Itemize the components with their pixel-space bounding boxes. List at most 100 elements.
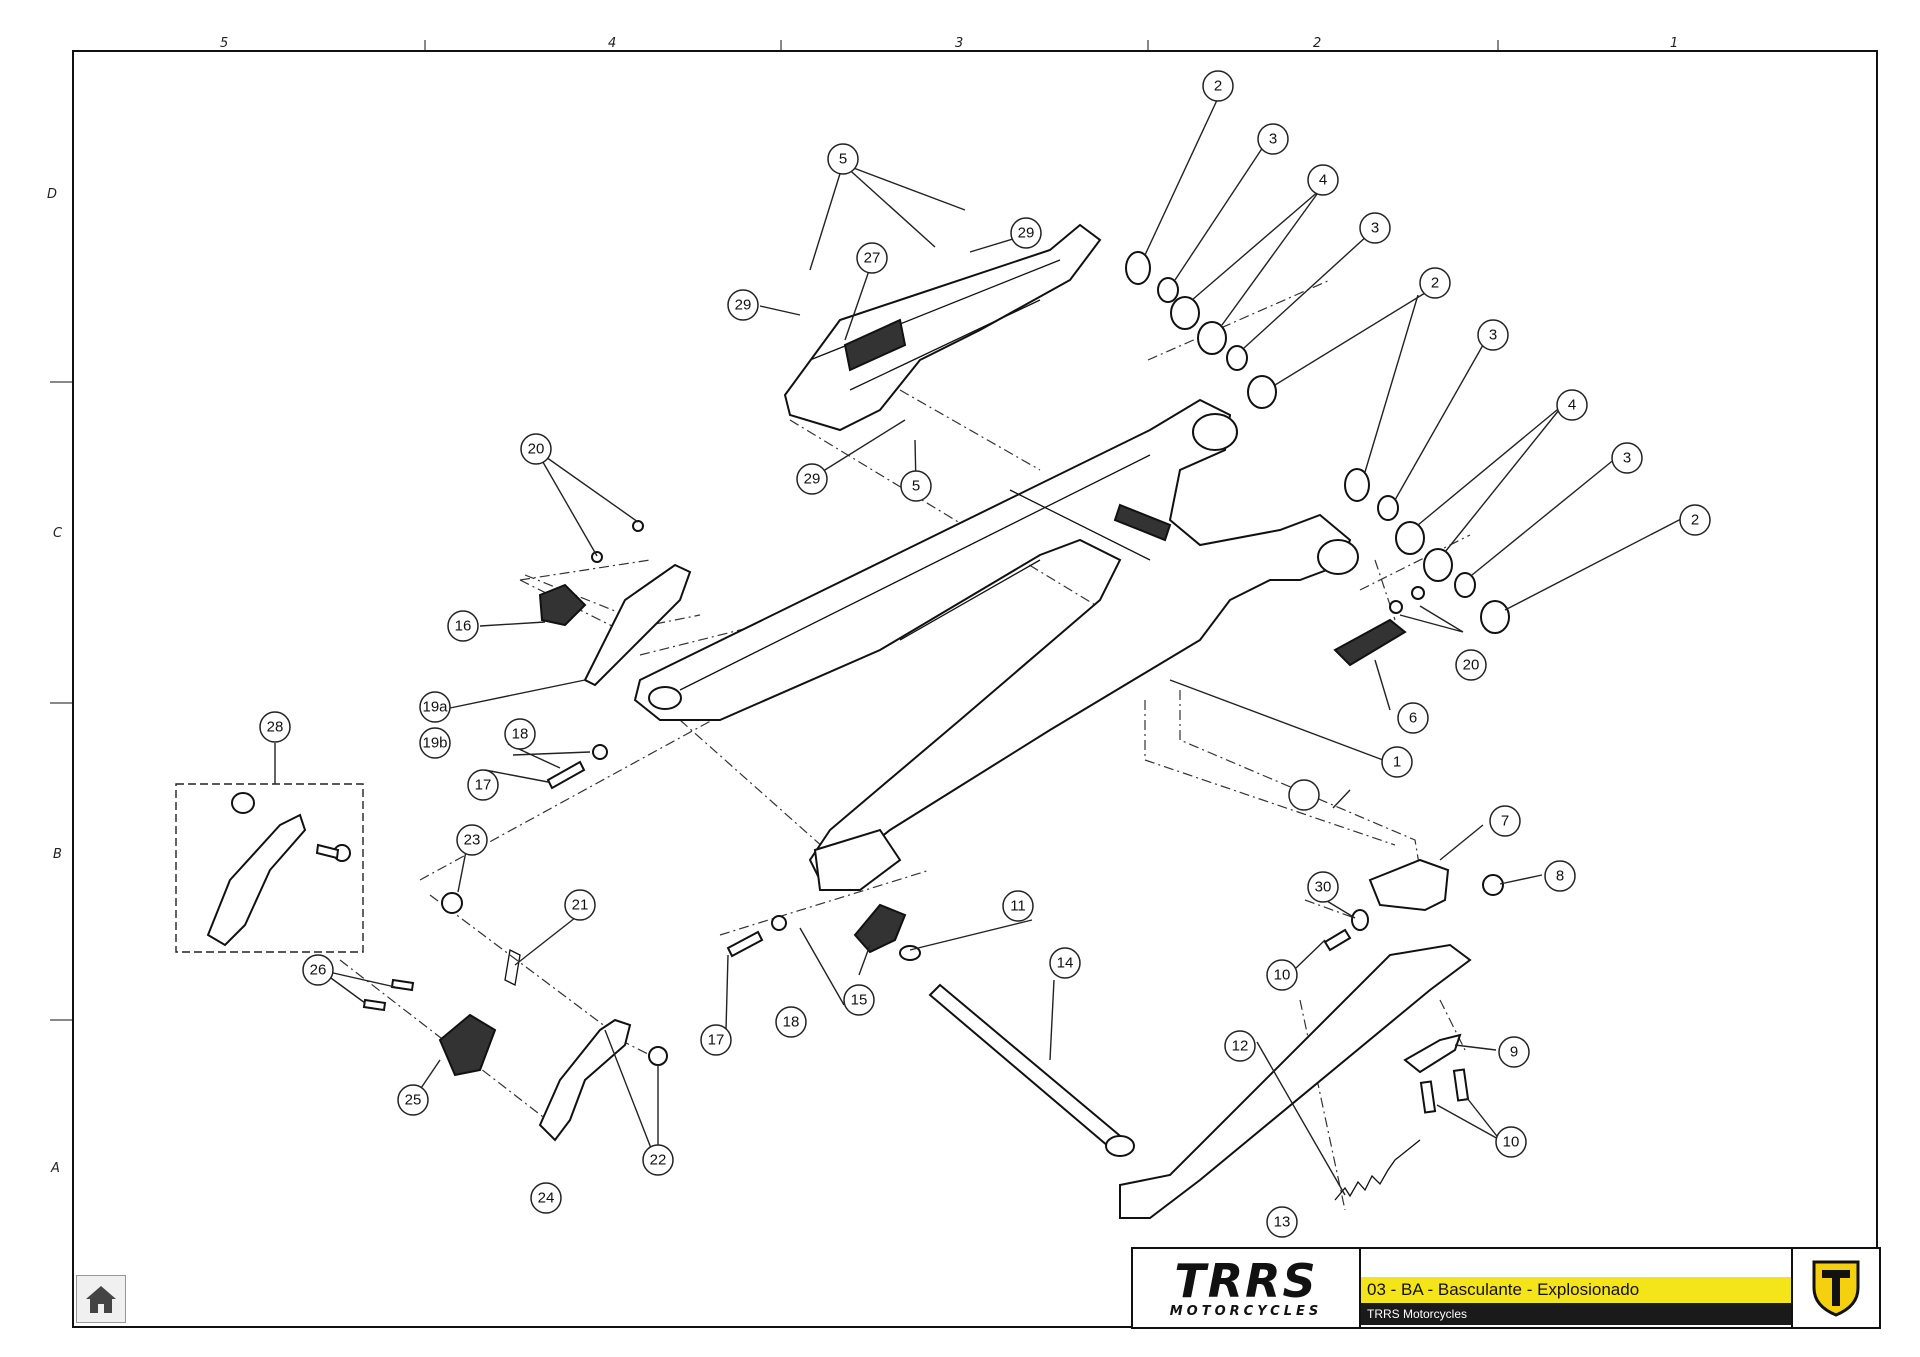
column-grid: 5 4 3 2 1 bbox=[220, 36, 1678, 51]
part-15 bbox=[853, 903, 907, 954]
leader-lines bbox=[274, 97, 1684, 1196]
trrs-logo: TRRS MOTORCYCLES bbox=[1133, 1249, 1361, 1327]
svg-text:3: 3 bbox=[1489, 327, 1497, 344]
callout-empty bbox=[1288, 779, 1320, 811]
svg-text:20: 20 bbox=[1463, 657, 1480, 674]
title-block: TRRS MOTORCYCLES 03 - BA - Basculante - … bbox=[1131, 1247, 1881, 1329]
swingarm bbox=[633, 398, 1359, 891]
callout-13: 13 bbox=[1266, 1206, 1298, 1238]
pins-10 bbox=[1419, 1068, 1470, 1114]
callout-17: 17 bbox=[700, 1024, 732, 1056]
bushing-set-lower bbox=[1344, 468, 1510, 634]
company-name: TRRS Motorcycles bbox=[1361, 1303, 1791, 1325]
callout-4: 4 bbox=[1556, 389, 1588, 421]
callout-2: 2 bbox=[1679, 504, 1711, 536]
part-19 bbox=[583, 563, 692, 687]
column-label: 5 bbox=[220, 36, 228, 51]
svg-text:5: 5 bbox=[839, 151, 847, 168]
svg-text:23: 23 bbox=[464, 832, 481, 849]
callout-20: 20 bbox=[1455, 649, 1487, 681]
bolt-17-upper bbox=[546, 744, 608, 790]
bushing-23 bbox=[441, 892, 463, 914]
callout-18: 18 bbox=[775, 1006, 807, 1038]
column-label: 4 bbox=[608, 36, 616, 51]
spring-13 bbox=[1334, 1139, 1421, 1201]
svg-text:14: 14 bbox=[1057, 955, 1074, 972]
callout-29: 29 bbox=[1010, 217, 1042, 249]
svg-text:6: 6 bbox=[1409, 710, 1417, 727]
svg-text:4: 4 bbox=[1568, 397, 1576, 414]
callout-20: 20 bbox=[520, 433, 552, 465]
row-label: A bbox=[50, 1161, 60, 1176]
svg-text:1: 1 bbox=[1393, 754, 1401, 771]
svg-text:27: 27 bbox=[864, 250, 881, 267]
svg-text:3: 3 bbox=[1371, 220, 1379, 237]
callout-9: 9 bbox=[1498, 1036, 1530, 1068]
svg-text:2: 2 bbox=[1431, 275, 1439, 292]
svg-text:19b: 19b bbox=[422, 735, 447, 752]
callout-10: 10 bbox=[1266, 959, 1298, 991]
callout-23: 23 bbox=[456, 824, 488, 856]
svg-text:7: 7 bbox=[1501, 813, 1509, 830]
svg-text:17: 17 bbox=[475, 777, 492, 794]
home-button[interactable] bbox=[76, 1275, 126, 1323]
svg-text:17: 17 bbox=[708, 1032, 725, 1049]
callout-15: 15 bbox=[843, 984, 875, 1016]
row-grid: D C B A bbox=[47, 187, 73, 1176]
svg-text:18: 18 bbox=[512, 726, 529, 743]
bolt-10 bbox=[1323, 928, 1352, 952]
row-label: C bbox=[53, 526, 63, 541]
part-6 bbox=[1333, 618, 1407, 667]
svg-text:29: 29 bbox=[804, 471, 821, 488]
callout-10: 10 bbox=[1495, 1126, 1527, 1158]
svg-text:9: 9 bbox=[1510, 1044, 1518, 1061]
svg-text:24: 24 bbox=[538, 1190, 555, 1207]
bracket-7 bbox=[1368, 858, 1450, 912]
callout-2: 2 bbox=[1419, 267, 1451, 299]
svg-text:12: 12 bbox=[1232, 1038, 1249, 1055]
home-icon bbox=[86, 1286, 116, 1313]
callout-25: 25 bbox=[397, 1084, 429, 1116]
bushing-set-upper bbox=[1125, 251, 1277, 409]
chain-guide bbox=[783, 223, 1102, 432]
svg-text:10: 10 bbox=[1503, 1134, 1520, 1151]
row-label: B bbox=[53, 847, 62, 862]
part-9 bbox=[1403, 1033, 1462, 1074]
callout-26: 26 bbox=[302, 954, 334, 986]
svg-text:8: 8 bbox=[1556, 868, 1564, 885]
callout-8: 8 bbox=[1544, 860, 1576, 892]
part-11 bbox=[899, 945, 921, 961]
callout-7: 7 bbox=[1489, 805, 1521, 837]
svg-text:22: 22 bbox=[650, 1152, 667, 1169]
callout-3: 3 bbox=[1257, 123, 1289, 155]
svg-text:30: 30 bbox=[1315, 879, 1332, 896]
callout-3: 3 bbox=[1359, 212, 1391, 244]
callout-6: 6 bbox=[1397, 702, 1429, 734]
svg-text:13: 13 bbox=[1274, 1214, 1291, 1231]
svg-text:26: 26 bbox=[310, 962, 327, 979]
callout-29: 29 bbox=[727, 289, 759, 321]
svg-text:3: 3 bbox=[1623, 450, 1631, 467]
bolt-17-lower bbox=[726, 915, 787, 958]
callout-22: 22 bbox=[642, 1144, 674, 1176]
svg-text:2: 2 bbox=[1214, 78, 1222, 95]
row-label: D bbox=[47, 187, 57, 202]
svg-text:10: 10 bbox=[1274, 967, 1291, 984]
svg-text:20: 20 bbox=[528, 441, 545, 458]
callout-1: 1 bbox=[1381, 746, 1413, 778]
svg-text:5: 5 bbox=[912, 478, 920, 495]
callout-16: 16 bbox=[447, 610, 479, 642]
side-stand-12 bbox=[1119, 943, 1472, 1219]
part-25 bbox=[438, 1013, 497, 1077]
svg-text:18: 18 bbox=[783, 1014, 800, 1031]
callout-3: 3 bbox=[1477, 319, 1509, 351]
callout-29: 29 bbox=[796, 463, 828, 495]
callout-19b: 19b bbox=[419, 727, 451, 759]
bolts-20 bbox=[591, 520, 1425, 614]
callout-14: 14 bbox=[1049, 947, 1081, 979]
svg-text:21: 21 bbox=[572, 897, 589, 914]
svg-text:4: 4 bbox=[1319, 172, 1327, 189]
svg-text:19a: 19a bbox=[422, 699, 448, 716]
callout-3: 3 bbox=[1611, 442, 1643, 474]
